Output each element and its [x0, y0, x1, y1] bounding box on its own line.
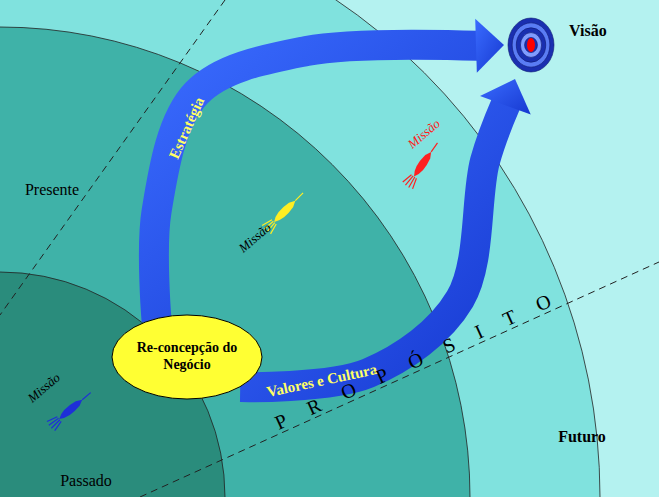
purpose-label: PROPÓSITO — [271, 280, 576, 435]
concept-ellipse: Re-concepção do Negócio — [111, 314, 263, 400]
ellipse-shape — [112, 315, 262, 399]
target-ring — [512, 23, 550, 67]
arrow-shaft — [154, 45, 478, 321]
flow-arrow — [154, 19, 504, 321]
present-region — [0, 27, 470, 497]
time-label: Presente — [25, 181, 79, 199]
target-ring — [508, 18, 554, 72]
arrow-head — [480, 79, 531, 115]
ellipse-text: Re-concepção do Negócio — [129, 340, 245, 374]
vision-target: Visão — [507, 17, 555, 73]
arrow-head — [475, 19, 504, 73]
target-ring — [516, 28, 545, 63]
target-rings — [507, 17, 555, 73]
time-label: Passado — [60, 472, 112, 490]
concept-text: Re-concepção do Negócio — [129, 340, 245, 374]
dashed-divider — [0, 0, 225, 315]
mission-figure — [46, 388, 94, 431]
target-ring — [525, 37, 538, 52]
vision-heading: Visão — [569, 22, 607, 40]
target-bullseye — [527, 38, 535, 52]
outer-band — [0, 0, 600, 497]
mission-label: Missão — [235, 220, 274, 256]
mission-label: Missão — [404, 116, 443, 152]
target-ring — [520, 33, 541, 58]
mission-label: Missão — [24, 370, 63, 406]
mission-figure — [402, 139, 442, 189]
arrow-label: Estratégia — [166, 94, 208, 161]
time-label: Futuro — [558, 428, 606, 446]
